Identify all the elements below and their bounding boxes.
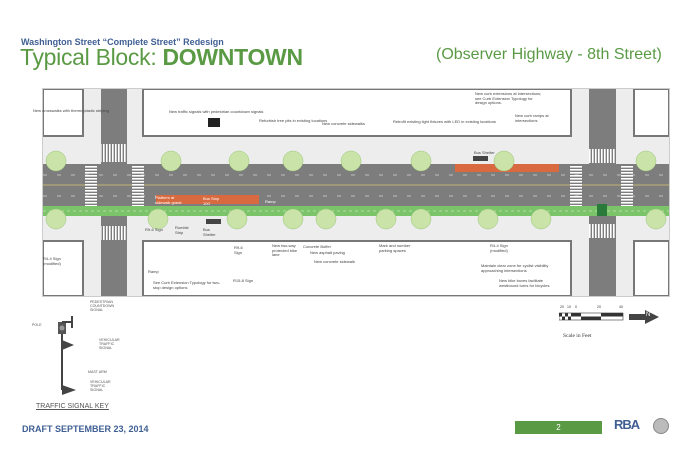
tree	[645, 208, 667, 230]
tree	[530, 208, 552, 230]
tree	[45, 208, 67, 230]
scale-label: Scale in Feet	[563, 333, 592, 339]
callout: New asphalt paving	[310, 250, 345, 255]
callout: See Curb Extension Typology for two-stop…	[153, 280, 221, 290]
tree	[315, 208, 337, 230]
tree	[340, 150, 362, 172]
tree	[147, 208, 169, 230]
city-seal-icon	[653, 418, 669, 434]
callout: New crosswalks with thermoplastic stripi…	[33, 108, 109, 113]
callout: Platform at sidewalk grade	[155, 195, 182, 205]
callout: Bus Shelter	[203, 227, 216, 237]
key-label: PEDESTRIAN COUNTDOWN SIGNAL	[90, 300, 115, 312]
crosswalk	[621, 166, 633, 206]
key-label: VEHICULAR TRAFFIC SIGNAL	[90, 380, 111, 392]
crosswalk	[101, 226, 127, 240]
crosswalk	[570, 166, 582, 206]
tree	[477, 208, 499, 230]
building-block	[42, 240, 84, 297]
key-label: POLE	[32, 323, 42, 327]
key-label: MAST ARM	[88, 370, 107, 374]
tree	[282, 150, 304, 172]
key-label: VEHICULAR TRAFFIC SIGNAL	[99, 338, 120, 350]
building-block	[142, 88, 572, 137]
callout: New curb extensions at intersections; se…	[475, 91, 542, 106]
rba-logo: RBA	[614, 417, 640, 432]
bike-box	[597, 204, 607, 216]
traffic-signal-key-diagram	[58, 316, 76, 395]
callout: New curb ramps at intersections	[515, 113, 549, 123]
callout: Ramp	[265, 199, 276, 204]
callout: New traffic signals with pedestrian coun…	[169, 109, 264, 114]
tree	[410, 150, 432, 172]
crosswalk	[132, 166, 144, 206]
callout: Bus Shelter	[474, 150, 495, 155]
callout: Maintain clear zone for cyclist visibili…	[481, 263, 549, 273]
page-title: Typical Block: DOWNTOWN	[20, 44, 303, 71]
title-emphasis: DOWNTOWN	[162, 44, 304, 70]
bus-lane	[156, 195, 259, 204]
scale-tick: 0	[575, 305, 577, 309]
scale-bar	[559, 310, 659, 324]
callout: New bike boxes facilitate westbound turn…	[499, 278, 550, 288]
callout: R4-4 Sign (modified)	[490, 243, 508, 253]
tree	[160, 150, 182, 172]
tree	[410, 208, 432, 230]
plan-drawing	[42, 88, 670, 297]
crosswalk	[85, 166, 97, 206]
callout: Rumble Strip	[175, 225, 189, 235]
callout: R9-6 Sign	[145, 227, 163, 232]
tree	[282, 208, 304, 230]
callout: Retrofit existing light fixtures with LE…	[393, 119, 496, 124]
crosswalk	[589, 149, 616, 163]
scale-tick: 10	[567, 305, 571, 309]
tree	[493, 150, 515, 172]
building-block	[42, 88, 84, 137]
scale-tick: 40	[619, 305, 623, 309]
signal-icon	[208, 118, 220, 127]
callout: Ramp	[148, 269, 159, 274]
callout: R4-4 Sign (modified)	[43, 256, 61, 266]
traffic-signal-key-title: TRAFFIC SIGNAL KEY	[36, 403, 109, 410]
page-number: 2	[515, 421, 602, 434]
callout: R9-6 Sign	[234, 245, 243, 255]
building-block	[633, 88, 670, 137]
scale-tick: 20	[597, 305, 601, 309]
draft-date: DRAFT SEPTEMBER 23, 2014	[22, 424, 149, 434]
project-subtitle: Washington Street “Complete Street” Rede…	[21, 37, 224, 47]
callout: New concrete sidewalk	[314, 259, 355, 264]
callout: Mark and number parking spaces	[379, 243, 411, 253]
north-label: N	[646, 312, 651, 318]
tree	[226, 208, 248, 230]
bus-shelter	[473, 156, 488, 161]
bus-shelter	[206, 219, 221, 224]
street-plan: New crosswalks with thermoplastic stripi…	[33, 88, 670, 297]
callout: Refurbish tree pits in existing location…	[259, 118, 328, 123]
tree	[45, 150, 67, 172]
scale-tick: 20	[560, 305, 564, 309]
building-block	[633, 240, 670, 297]
callout: Bus Stop 100'	[203, 196, 220, 206]
tree	[635, 150, 657, 172]
title-prefix: Typical Block:	[20, 44, 163, 70]
street-range: (Observer Highway - 8th Street)	[436, 46, 662, 63]
callout: R15-8 Sign	[233, 278, 254, 283]
callout: New two-way protected bike lane	[272, 243, 298, 258]
callout: New concrete sidewalks	[322, 121, 365, 126]
tree	[375, 208, 397, 230]
callout: Concrete Buffer	[303, 244, 331, 249]
north-arrow-icon	[629, 310, 659, 324]
tree	[228, 150, 250, 172]
crosswalk	[589, 224, 616, 238]
